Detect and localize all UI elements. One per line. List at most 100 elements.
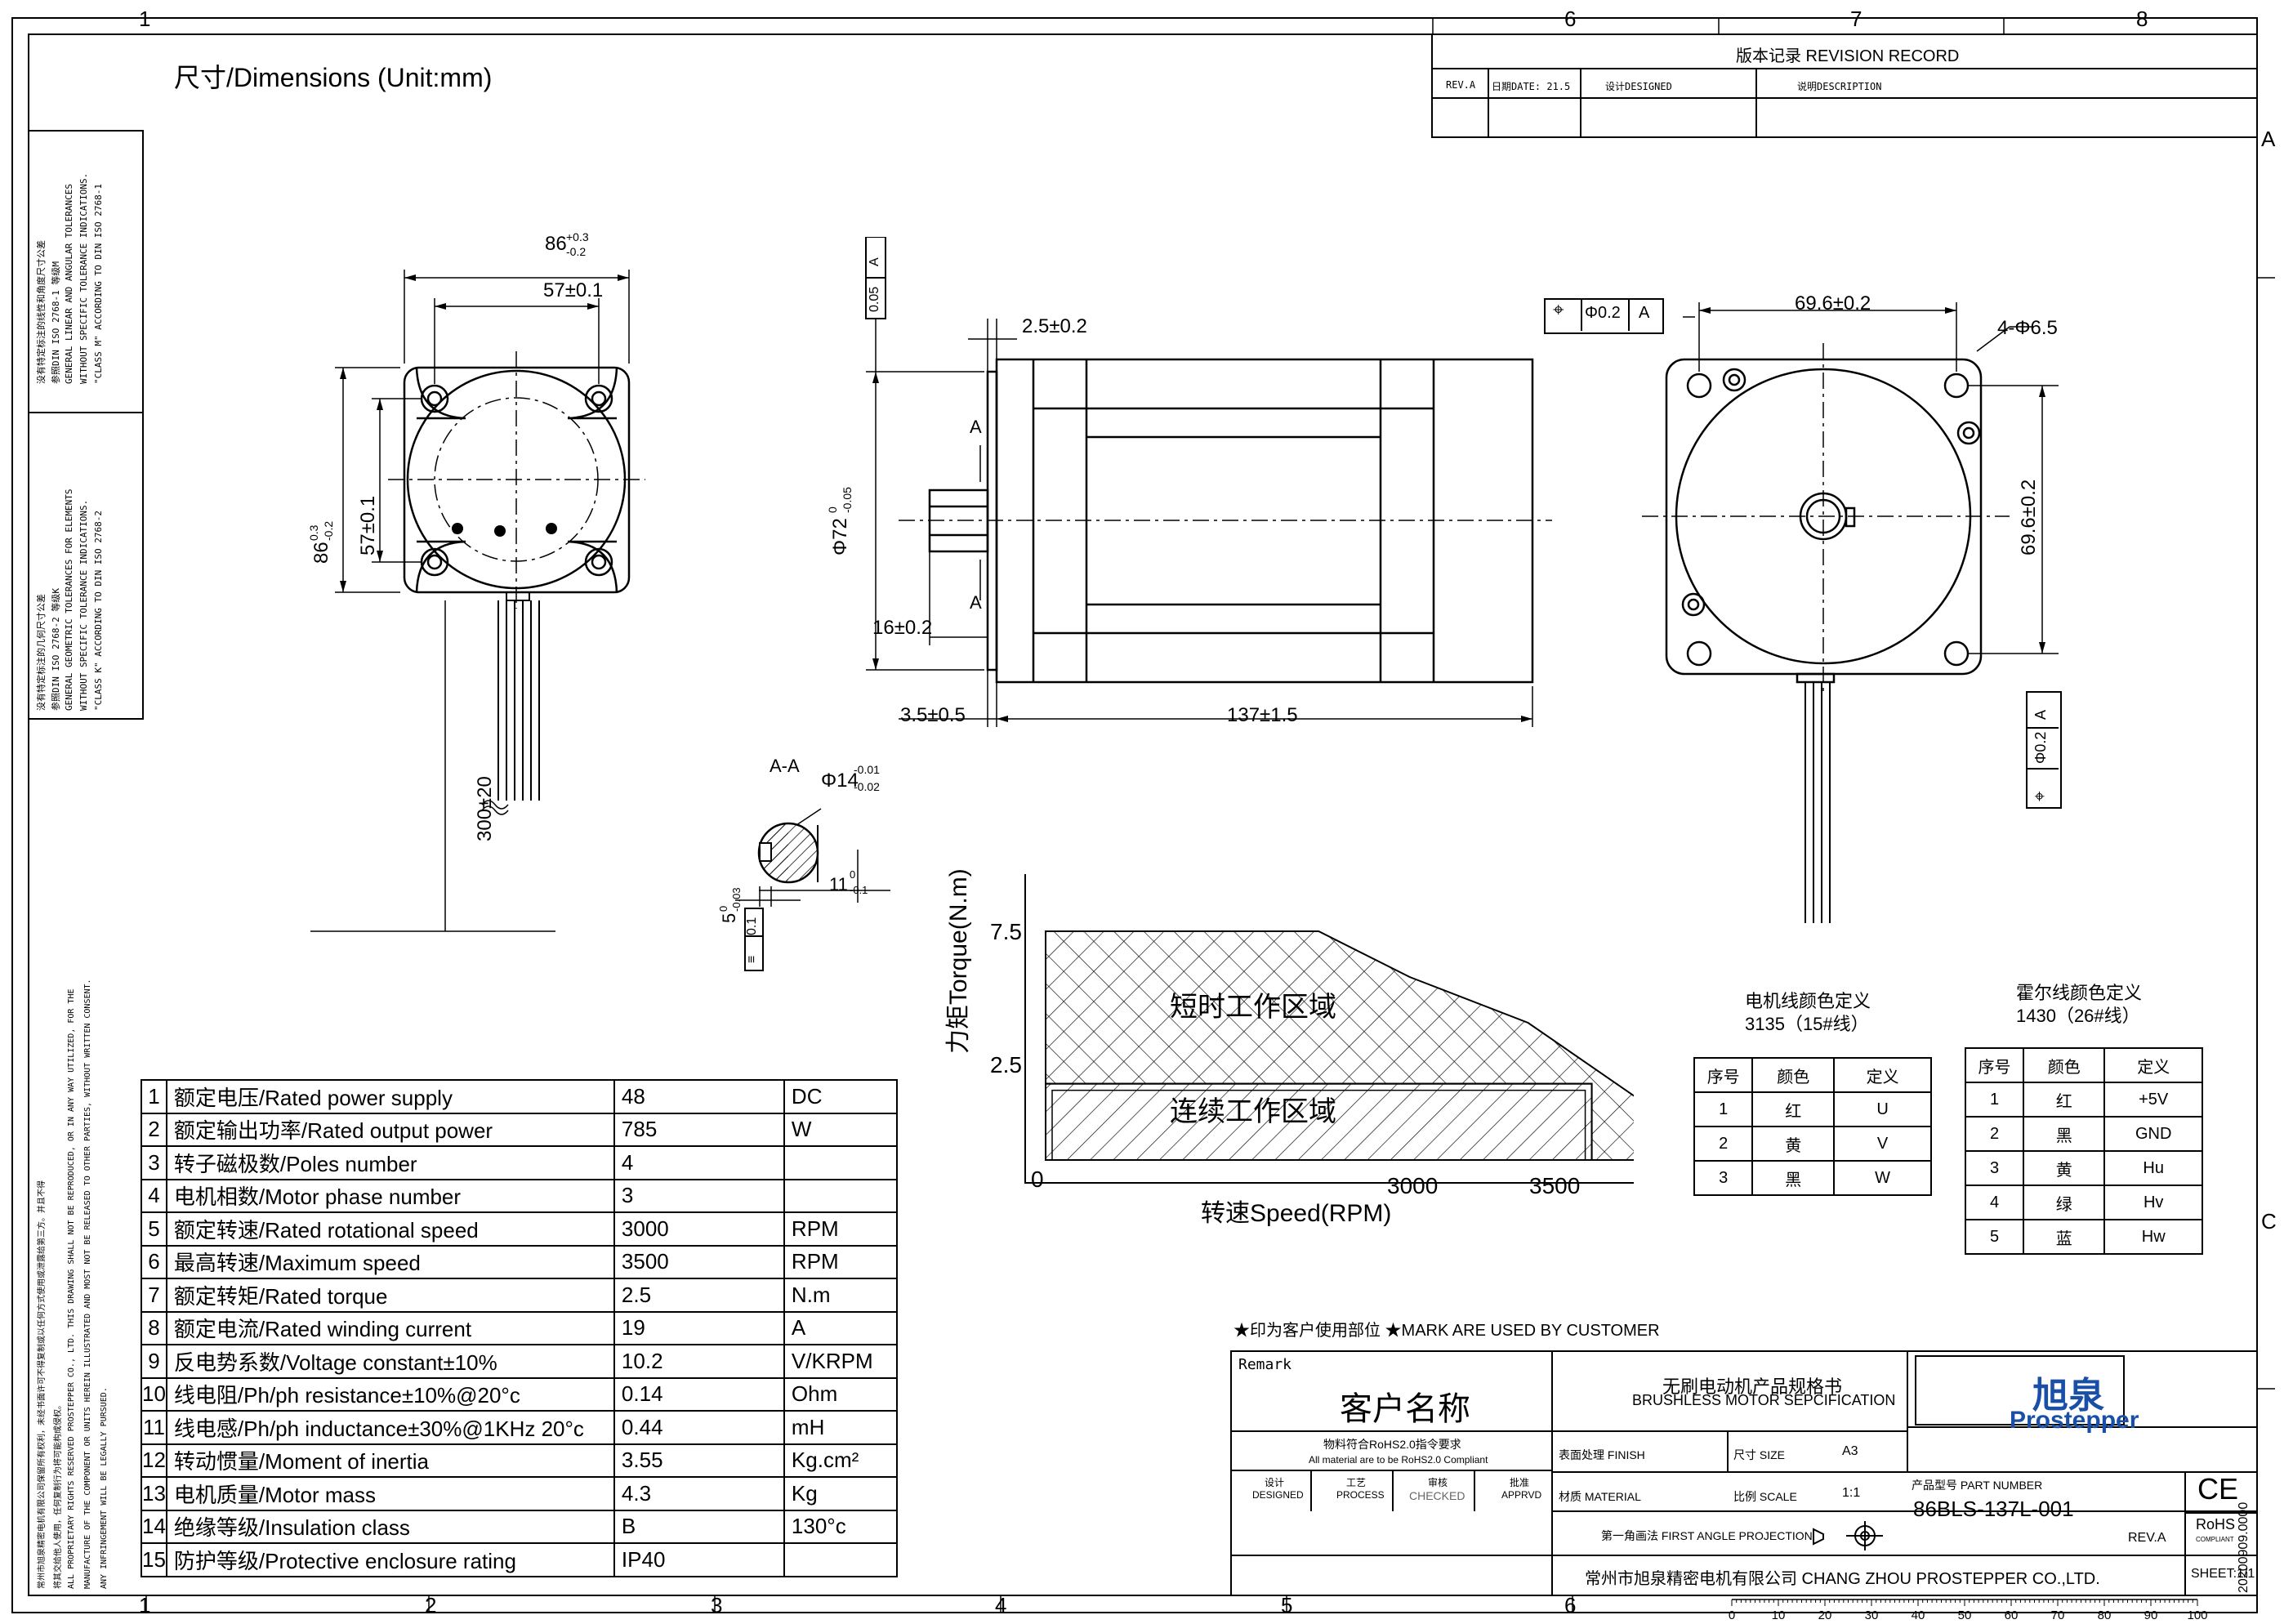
spec-no-cell: 2 [141,1112,167,1147]
table-cell: 绿 [2023,1185,2106,1220]
spec-title-en: BRUSHLESS MOTOR SEPCIFICATION [1632,1392,1896,1408]
lead-tol-frame [2026,691,2062,809]
row-letter-c: C [2261,1209,2277,1234]
spec-param-cell: 额定电流/Rated winding current [165,1310,615,1345]
copyright-line: 常州市旭泉精密电机有限公司保留所有权利，未经书面许可不得复制或以任何方式使用或泄… [38,1180,47,1589]
col-number-6: 6 [1564,7,1577,31]
pilot-tol-upper: 0 [826,506,839,513]
projection-label: 第一角画法 FIRST ANGLE PROJECTION [1601,1529,1813,1542]
section-shaft-dia: Φ14 [821,770,859,792]
table-cell: Hv [2103,1185,2203,1220]
revision-rev-label: REV.A [1446,79,1476,91]
table-cell: 黄 [1751,1126,1836,1162]
table-cell: 2 [1964,1116,2025,1152]
symmetry-symbol: ≡ [745,955,759,963]
spec-no-cell: 7 [141,1278,167,1313]
flange-offset-dim: 3.5±0.5 [900,704,966,726]
tol-note-line: 参照DIN ISO 2768-1 等级M [51,261,61,384]
table-cell: 黄 [2023,1150,2106,1186]
finish-label: 表面处理 FINISH [1559,1448,1645,1461]
spec-unit-cell [783,1542,898,1577]
front-width-tol-upper: +0.3 [566,230,589,243]
remark-label: Remark [1238,1356,1292,1373]
spec-no-cell: 12 [141,1443,167,1478]
rear-view [1642,302,2059,923]
spec-no-cell: 15 [141,1542,167,1577]
section-shaft-tol-upper: -0.01 [854,763,880,776]
table-cell: 蓝 [2023,1219,2106,1255]
chart-ylabel: 力矩Torque(N.m) [945,868,972,1054]
front-hole-spacing-h: 57±0.1 [543,279,604,301]
spec-value-cell: B [613,1509,785,1544]
table-cell: Hw [2103,1219,2203,1255]
material-label: 材质 MATERIAL [1559,1490,1641,1503]
hall-wire-subtitle: 1430（26#线） [2016,1006,2140,1026]
spec-no-cell: 4 [141,1178,167,1213]
table-row: 1 红 +5V [1964,1082,2203,1118]
spec-param-cell: 额定输出功率/Rated output power [165,1112,615,1147]
copyright-notes: 常州市旭泉精密电机有限公司保留所有权利，未经书面许可不得复制或以任何方式使用或泄… [33,870,139,1589]
rohs-mark: RoHS [2196,1516,2236,1533]
table-header: 定义 [1833,1057,1932,1093]
spec-value-cell: 0.44 [613,1410,785,1445]
chart-ytick-7.5: 7.5 [990,919,1022,944]
motor-wire-table: 序号 颜色 定义 1 红 U 2 黄 V 3 黑 W [1693,1057,1932,1196]
table-cell: U [1833,1091,1932,1127]
ruler-label: 70 [2051,1608,2065,1622]
table-cell: W [1833,1160,1932,1196]
spec-unit-cell [783,1145,898,1180]
chart-axes [1024,874,1634,1184]
table-cell: 1 [1693,1091,1754,1127]
table-cell: 1 [1964,1082,2025,1118]
lead-position-icon: ⌖ [2029,791,2050,801]
scale-value: 1:1 [1842,1486,1861,1500]
spec-unit-cell: DC [783,1079,898,1114]
tol-note-line: 没有特定标注的几何尺寸公差 [36,594,47,711]
position-symbol-icon: ⌖ [1553,299,1564,321]
tol-note-line: GENERAL LINEAR AND ANGULAR TOLERANCES [64,183,74,384]
table-header: 颜色 [2023,1047,2106,1083]
spec-value-cell: 3000 [613,1211,785,1247]
rear-position-frame [1544,298,1664,334]
spec-no-cell: 6 [141,1244,167,1279]
revision-date-label: 日期DATE: 21.5 [1492,81,1571,92]
section-mark-bottom: A [970,592,982,613]
spec-param-cell: 反电势系数/Voltage constant±10% [165,1344,615,1379]
table-cell: 黑 [1751,1160,1836,1196]
rear-position-divider-1 [1581,298,1582,331]
company-brand-cn: 旭泉 [2032,1376,2104,1416]
spec-value-cell: 0.14 [613,1376,785,1412]
tol-note-line: WITHOUT SPECIFIC TOLERANCE INDICATIONS. [78,499,89,711]
title-block-frame [1230,1350,2258,1596]
tol-note-line: "CLASS M" ACCORDING TO DIN ISO 2768-1 [93,183,104,384]
company-full-name: 常州市旭泉精密电机有限公司 CHANG ZHOU PROSTEPPER CO.,… [1585,1570,2100,1588]
table-cell: 黑 [2023,1116,2106,1152]
spec-value-cell: 3500 [613,1244,785,1279]
table-cell: +5V [2103,1082,2203,1118]
spec-no-cell: 1 [141,1079,167,1114]
chart-region-continuous-label: 连续工作区域 [1170,1096,1336,1127]
flange-thickness-dim: 2.5±0.2 [1022,315,1087,337]
spec-value-cell: 4.3 [613,1476,785,1511]
pilot-tol-lower: -0.05 [841,487,854,513]
key-width: 5 [719,912,739,923]
table-row: 序号 颜色 定义 [1964,1047,2203,1083]
table-cell: 3 [1693,1160,1754,1196]
ruler-label: 60 [2005,1608,2019,1622]
rear-hole-spacing-v: 69.6±0.2 [2018,479,2040,555]
ruler-label: 30 [1865,1608,1879,1622]
torque-speed-chart [1024,874,1634,1184]
col-number-bottom-4: 4 [995,1593,1007,1617]
spec-unit-cell: N.m [783,1278,898,1313]
side-view [865,237,1552,727]
front-height-dim: 86 [310,542,332,564]
ruler-label: 0 [1729,1608,1735,1622]
spec-unit-cell: W [783,1112,898,1147]
table-cell: 红 [1751,1091,1836,1127]
spec-unit-cell: RPM [783,1244,898,1279]
